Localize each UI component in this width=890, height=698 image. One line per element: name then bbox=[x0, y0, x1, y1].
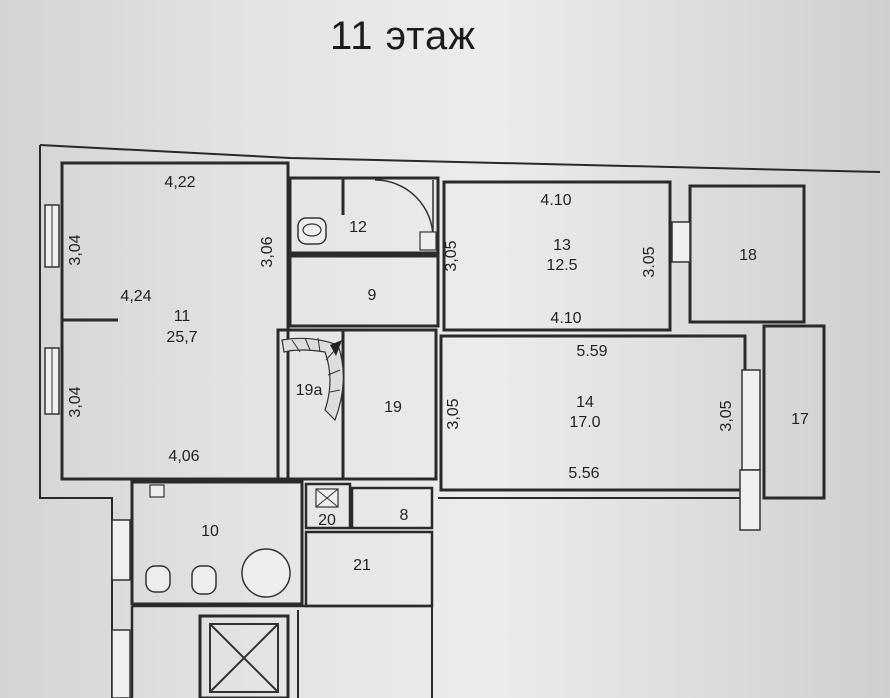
room-11-walls bbox=[60, 161, 290, 481]
dim-r11-left-lower: 3,04 bbox=[67, 386, 84, 417]
sink-icon bbox=[419, 231, 437, 251]
room-21-number: 21 bbox=[353, 557, 371, 574]
room-12-number: 12 bbox=[349, 219, 367, 236]
room-11-area: 25,7 bbox=[166, 329, 197, 346]
room-8-walls bbox=[350, 486, 434, 530]
room-10-number: 10 bbox=[201, 523, 219, 540]
room-17-walls bbox=[739, 324, 826, 531]
elevator-shaft bbox=[198, 614, 290, 698]
room-10-walls bbox=[111, 480, 304, 606]
room-19-number: 19 bbox=[384, 399, 402, 416]
dim-r13-top: 4.10 bbox=[540, 192, 571, 209]
room-labels: 4,22 3,04 3,06 4,24 11 25,7 3,04 4,06 12… bbox=[67, 174, 809, 574]
room-8-number: 8 bbox=[400, 507, 409, 524]
sink-icon bbox=[149, 484, 165, 498]
room-19-walls bbox=[276, 328, 438, 481]
room-20-walls bbox=[304, 482, 352, 530]
room-9-number: 9 bbox=[368, 287, 377, 304]
room-20-number: 20 bbox=[318, 512, 336, 529]
outer-walls bbox=[39, 144, 881, 698]
bath-icon bbox=[241, 548, 291, 598]
room-12-walls bbox=[288, 176, 440, 255]
dim-r14-bottom: 5.56 bbox=[568, 465, 599, 482]
room-19a-number: 19a bbox=[296, 382, 323, 399]
dim-r14-top: 5.59 bbox=[576, 343, 607, 360]
dim-r13-right: 3.05 bbox=[641, 246, 658, 277]
room-14-area: 17.0 bbox=[569, 414, 600, 431]
dim-r11-top: 4,22 bbox=[164, 174, 195, 191]
dim-r12-right: 3,05 bbox=[443, 240, 460, 271]
dim-r13-bottom: 4.10 bbox=[550, 310, 581, 327]
dim-r11-left-upper: 3,04 bbox=[67, 234, 84, 265]
toilet-icon bbox=[145, 565, 217, 595]
dim-r14-right: 3,05 bbox=[718, 400, 735, 431]
dim-r11-mid: 4,24 bbox=[120, 288, 151, 305]
room-13-number: 13 bbox=[553, 237, 571, 254]
spiral-stair-icon bbox=[281, 337, 344, 422]
room-17-number: 17 bbox=[791, 411, 809, 428]
room-18-walls bbox=[671, 184, 806, 324]
toilet-icon bbox=[297, 217, 327, 245]
room-18-number: 18 bbox=[739, 247, 757, 264]
dim-r19-right: 3,05 bbox=[445, 398, 462, 429]
room-13-walls bbox=[442, 180, 672, 332]
dim-r11-bottom: 4,06 bbox=[168, 448, 199, 465]
window-left-lower bbox=[44, 347, 60, 415]
floor-title: 11 этаж bbox=[330, 14, 477, 58]
room-14-number: 14 bbox=[576, 394, 594, 411]
lower-walls bbox=[111, 604, 433, 698]
room-14-walls bbox=[439, 334, 761, 492]
window-left-upper bbox=[44, 204, 60, 268]
room-11-number: 11 bbox=[174, 308, 191, 325]
dim-r11-right: 3,06 bbox=[259, 236, 276, 267]
room-9-walls bbox=[288, 254, 440, 328]
room-13-area: 12.5 bbox=[546, 257, 577, 274]
